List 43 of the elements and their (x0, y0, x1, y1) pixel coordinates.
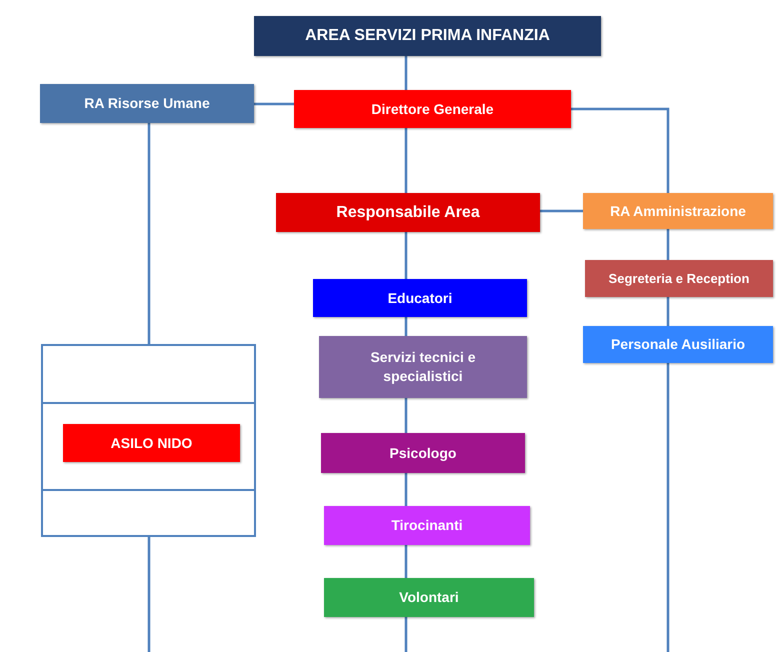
connector-line (666, 297, 670, 326)
role-box (276, 193, 540, 232)
connector-line (666, 363, 670, 652)
role-label: Volontari (399, 588, 459, 607)
role-box (583, 193, 773, 229)
role-box (324, 506, 530, 545)
connector-line (148, 123, 150, 344)
facility-box (63, 424, 240, 462)
title-box (254, 16, 601, 56)
role-label: Educatori (388, 288, 452, 308)
connector-line (540, 210, 583, 212)
role-label: Psicologo (390, 444, 456, 462)
role-label: Segreteria e Reception (608, 270, 750, 288)
role-box (324, 578, 534, 617)
role-box (319, 336, 527, 398)
connector-line (254, 102, 294, 106)
role-box (583, 326, 773, 363)
connector-line (404, 56, 408, 90)
connector-line (404, 617, 408, 652)
role-label: AREA SERVIZI PRIMA INFANZIA (305, 26, 550, 46)
connector-line (666, 229, 670, 260)
role-label: RA Risorse Umane (84, 94, 210, 113)
role-label: Responsabile Area (336, 202, 480, 223)
role-label: RA Amministrazione (610, 202, 746, 220)
role-label: Personale Ausiliario (610, 335, 746, 354)
connector-line (404, 398, 408, 433)
connector-line (404, 128, 408, 193)
connector-line (404, 473, 408, 506)
role-box (294, 90, 571, 128)
role-box (321, 433, 525, 473)
role-label: Tirocinanti (391, 516, 463, 535)
connector-line (404, 232, 408, 279)
role-box (585, 260, 773, 297)
facility-frame (41, 344, 256, 537)
role-label: ASILO NIDO (110, 434, 192, 452)
connector-line (148, 537, 150, 652)
role-box (40, 84, 254, 123)
connector-line (404, 317, 408, 336)
role-box (313, 279, 527, 317)
connector-line (571, 108, 670, 193)
role-label: Direttore Generale (371, 100, 494, 118)
role-label: Servizi tecnici e specialistici (369, 348, 477, 386)
connector-line (404, 545, 408, 578)
